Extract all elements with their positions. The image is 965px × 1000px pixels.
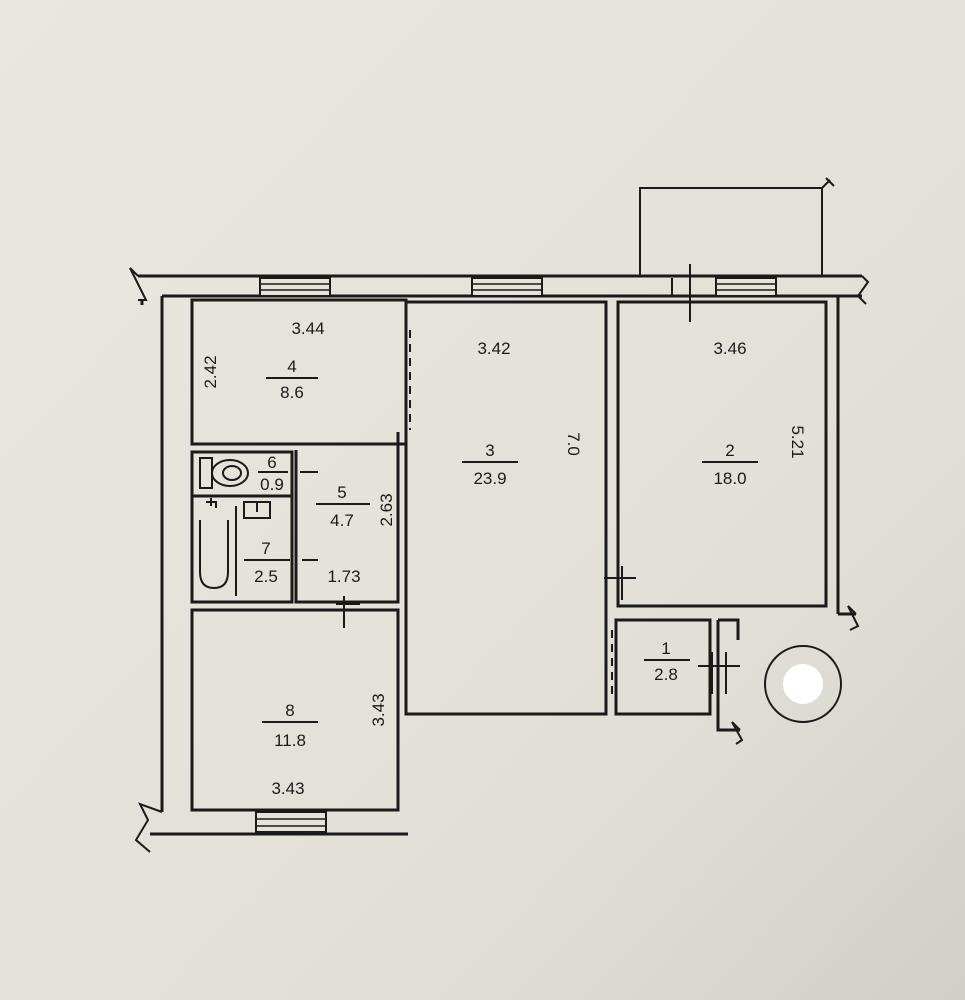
dim-room4-depth: 2.42 (201, 355, 220, 388)
balcony (639, 177, 835, 276)
dim-room3-width: 3.42 (477, 339, 510, 358)
room-3-label: 3 23.9 (462, 441, 518, 488)
dim-room8-width: 3.43 (271, 779, 304, 798)
window-room-2 (671, 264, 777, 322)
dim-room2-depth: 5.21 (788, 425, 807, 458)
dim-room5-depth: 2.63 (377, 493, 396, 526)
room-5-number: 5 (337, 483, 346, 502)
room-2-number: 2 (725, 441, 734, 460)
windows (255, 264, 777, 833)
dim-room8-depth: 3.43 (369, 693, 388, 726)
room-2-label: 2 18.0 (702, 441, 758, 488)
room-6-label: 6 0.9 (258, 453, 288, 494)
room-2-area: 18.0 (713, 469, 746, 488)
bathroom-fixtures (199, 457, 271, 596)
window-room-3 (471, 277, 543, 297)
interior-walls (190, 298, 828, 812)
door-marks (300, 471, 740, 694)
room-6-number: 6 (267, 453, 276, 472)
room-1-label: 1 2.8 (644, 639, 690, 684)
room-2-outline (616, 300, 828, 608)
round-column-icon (764, 645, 842, 723)
room-8-number: 8 (285, 701, 294, 720)
room-5-area: 4.7 (330, 511, 354, 530)
window-room-4 (259, 277, 331, 297)
dim-room5-width: 1.73 (327, 567, 360, 586)
room-7-area: 2.5 (254, 567, 278, 586)
room-7-number: 7 (261, 539, 270, 558)
toilet-icon (199, 457, 249, 489)
dim-room2-width: 3.46 (713, 339, 746, 358)
bathtub-icon (199, 506, 237, 596)
room-4-number: 4 (287, 357, 296, 376)
room-3-area: 23.9 (473, 469, 506, 488)
room-5-label: 5 4.7 (316, 483, 370, 530)
dim-room4-width: 3.44 (291, 319, 324, 338)
sink-icon (206, 498, 271, 519)
room-6-area: 0.9 (260, 475, 284, 494)
room-4-area: 8.6 (280, 383, 304, 402)
room-7-label: 7 2.5 (244, 539, 290, 586)
dimensions: 3.44 2.42 3.42 7.0 3.46 5.21 2.63 1.73 3… (201, 319, 807, 798)
room-8-label: 8 11.8 (262, 701, 318, 750)
window-room-8 (255, 811, 327, 833)
room-4-label: 4 8.6 (266, 357, 318, 402)
dim-room3-depth: 7.0 (564, 432, 583, 456)
bath-block-outline (190, 450, 294, 604)
room-1-area: 2.8 (654, 665, 678, 684)
room-8-outline (190, 608, 400, 812)
room-1-number: 1 (661, 639, 670, 658)
room-3-number: 3 (485, 441, 494, 460)
room-8-area: 11.8 (274, 731, 306, 750)
